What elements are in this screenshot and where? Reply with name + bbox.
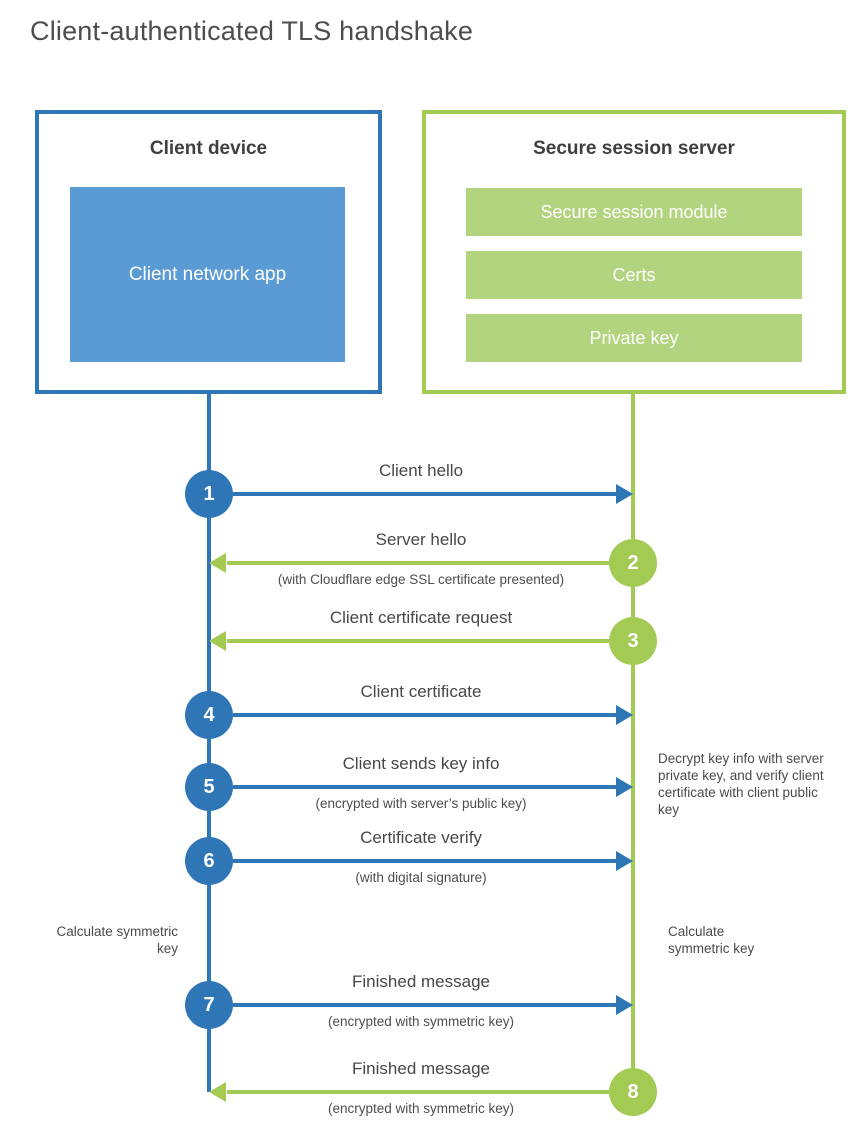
decrypt-key-info-note: Decrypt key info with server private key… xyxy=(658,751,824,818)
arrow-right-icon xyxy=(616,484,633,504)
page-title: Client-authenticated TLS handshake xyxy=(30,16,474,46)
certs-bar: Certs xyxy=(466,251,802,299)
calculate-symmetric-key-client-note: Calculate symmetric key xyxy=(56,924,178,957)
client-device-box: Client device Client network app xyxy=(35,110,382,394)
arrow-left-icon xyxy=(209,553,226,573)
step-3-badge: 3 xyxy=(609,617,657,665)
step-8-badge: 8 xyxy=(609,1068,657,1116)
step-3-label: Client certificate request xyxy=(329,608,513,627)
arrow-shaft xyxy=(227,1090,609,1094)
step-6-sublabel: (with digital signature) xyxy=(355,870,487,885)
client-device-title: Client device xyxy=(149,138,268,159)
client-network-app-label: Client network app xyxy=(128,263,287,285)
step-6-label: Certificate verify xyxy=(360,828,482,847)
arrow-shaft xyxy=(233,1003,617,1007)
step-2-badge: 2 xyxy=(609,539,657,587)
step-5-sublabel: (encrypted with server’s public key) xyxy=(315,796,527,811)
arrow-left-icon xyxy=(209,1082,226,1102)
step-2-sublabel: (with Cloudflare edge SSL certificate pr… xyxy=(277,572,565,587)
arrow-right-icon xyxy=(616,777,633,797)
step-8-sublabel: (encrypted with symmetric key) xyxy=(327,1101,515,1116)
step-4-label: Client certificate xyxy=(360,682,482,701)
arrow-shaft xyxy=(233,785,617,789)
server-lifeline xyxy=(631,394,635,1092)
step-4-badge: 4 xyxy=(185,691,233,739)
arrow-shaft xyxy=(233,713,617,717)
step-1-badge: 1 xyxy=(185,470,233,518)
secure-session-server-title: Secure session server xyxy=(533,138,735,159)
step-1-label: Client hello xyxy=(378,461,464,480)
step-5-badge: 5 xyxy=(185,763,233,811)
step-5-label: Client sends key info xyxy=(342,754,500,773)
secure-session-module-bar: Secure session module xyxy=(466,188,802,236)
calculate-symmetric-key-server-note: Calculate symmetric key xyxy=(668,924,755,957)
arrow-shaft xyxy=(227,561,609,565)
secure-session-server-box: Secure session server Secure session mod… xyxy=(422,110,846,394)
arrow-shaft xyxy=(233,492,617,496)
client-network-app-rect: Client network app xyxy=(70,187,345,362)
arrow-shaft xyxy=(227,639,609,643)
arrow-shaft xyxy=(233,859,617,863)
arrow-left-icon xyxy=(209,631,226,651)
step-7-sublabel: (encrypted with symmetric key) xyxy=(327,1014,515,1029)
arrow-right-icon xyxy=(616,995,633,1015)
step-2-label: Server hello xyxy=(375,530,467,549)
arrow-right-icon xyxy=(616,851,633,871)
private-key-bar: Private key xyxy=(466,314,802,362)
step-6-badge: 6 xyxy=(185,837,233,885)
client-lifeline xyxy=(207,394,211,1092)
step-8-label: Finished message xyxy=(352,1059,490,1078)
arrow-right-icon xyxy=(616,705,633,725)
step-7-label: Finished message xyxy=(352,972,490,991)
step-7-badge: 7 xyxy=(185,981,233,1029)
